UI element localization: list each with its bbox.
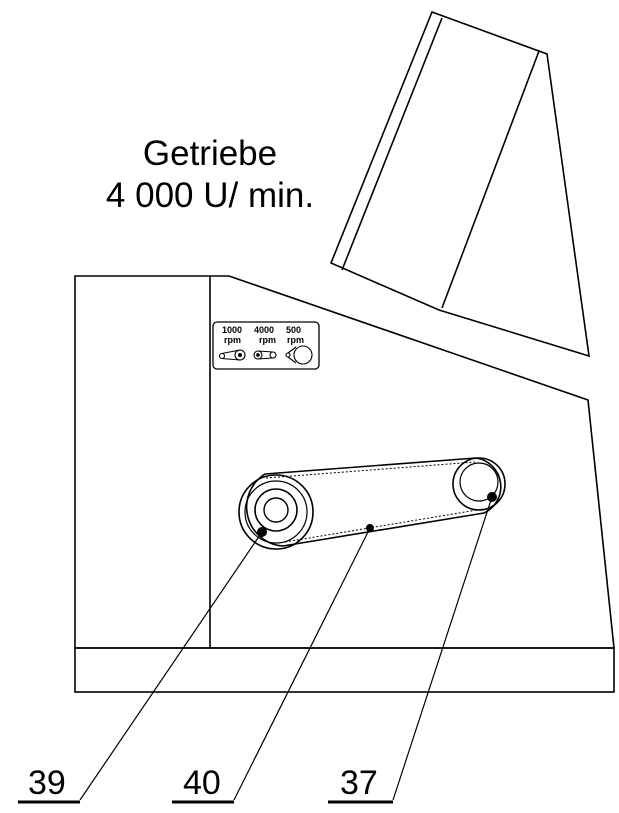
callout-40: 40 <box>183 764 221 802</box>
hopper <box>329 10 590 358</box>
gearbox-caption-line1: Getriebe <box>142 134 278 173</box>
belt-pictogram-4000 <box>253 350 277 360</box>
leader-dots <box>257 492 497 537</box>
belt-pictogram-1000 <box>218 349 246 361</box>
speed-1000-unit: rpm <box>224 335 241 345</box>
speed-plate: 1000 rpm 4000 rpm 500 rpm <box>212 321 320 370</box>
belt-pictogram-500 <box>285 345 313 365</box>
speed-1000-value: 1000 <box>222 325 242 335</box>
driven-pulley <box>452 457 506 511</box>
speed-4000-unit: rpm <box>259 335 276 345</box>
speed-500-unit: rpm <box>287 335 304 345</box>
speed-4000-value: 4000 <box>254 325 274 335</box>
callout-37: 37 <box>340 764 378 802</box>
leader-lines <box>79 496 493 801</box>
machine-base <box>74 647 615 693</box>
gearbox-caption-line2: 4 000 U/ min. <box>105 176 315 215</box>
machine-housing <box>74 275 615 649</box>
callout-39: 39 <box>28 764 66 802</box>
speed-500-value: 500 <box>286 325 301 335</box>
drive-pulley <box>238 474 314 550</box>
belt-drive <box>238 457 506 550</box>
